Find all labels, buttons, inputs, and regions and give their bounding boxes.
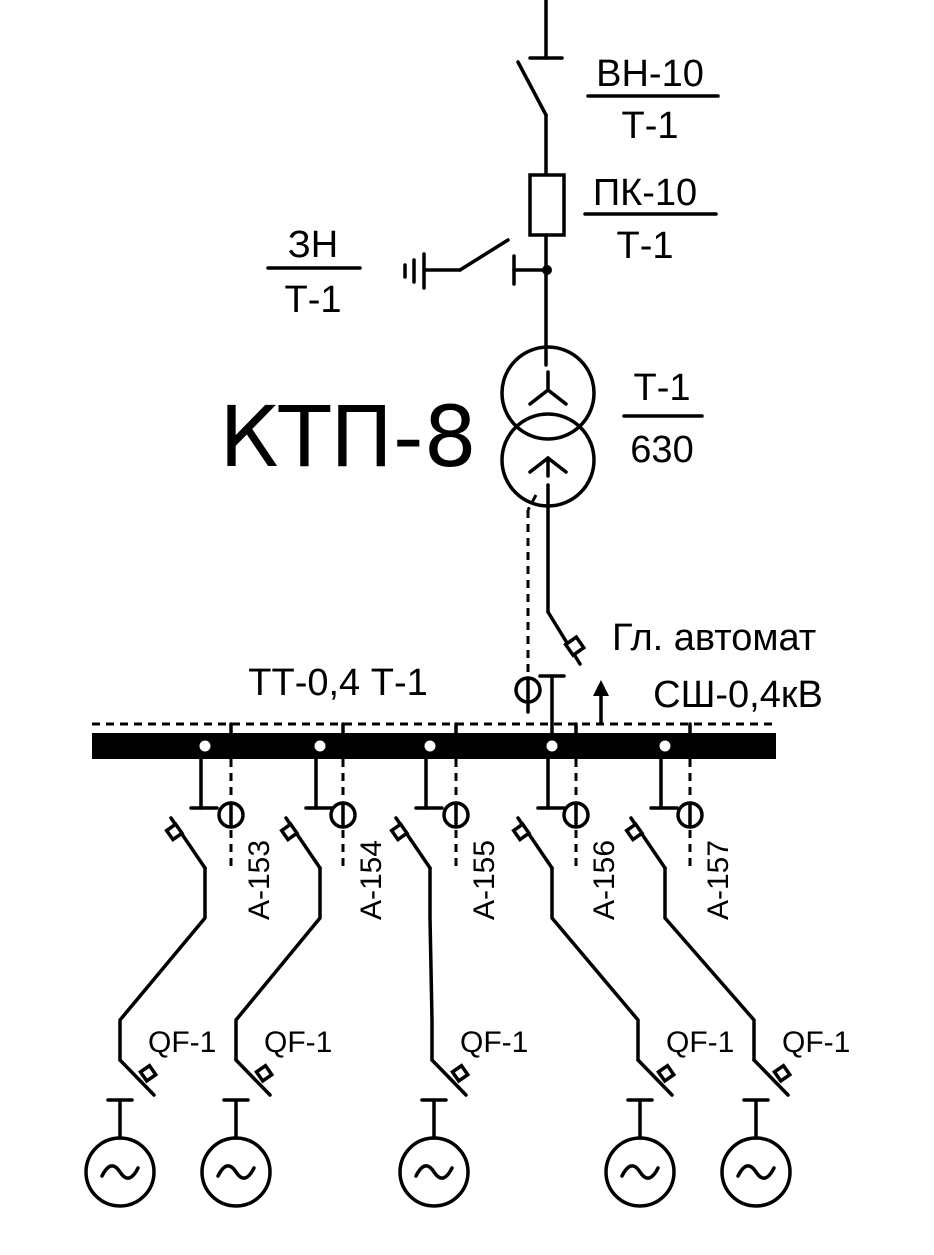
bus-tap-dot: [546, 740, 558, 752]
sine-wave-icon: [100, 1164, 140, 1180]
feeder-1: QF-1 А-153: [84, 722, 276, 1208]
transformer-label-top: Т-1: [634, 367, 691, 409]
fuse: [528, 173, 566, 367]
load-switch-label-top: ВН-10: [596, 53, 704, 95]
qf-contact: [138, 1063, 159, 1084]
transformer-label: Т-1 630: [622, 367, 704, 471]
qf-label: QF-1: [264, 1026, 332, 1059]
qf-contact: [772, 1063, 793, 1084]
qf-contact: [254, 1063, 275, 1084]
main-breaker-label: Гл. автомат: [612, 617, 816, 659]
qf-contact: [450, 1063, 471, 1084]
feeders: QF-1А-153QF-1А-154QF-1А-155QF-1А-156QF-1…: [84, 722, 850, 1208]
disconnector-contact: [389, 821, 410, 842]
meter-label: А-154: [355, 840, 388, 920]
earthing-switch-label-top: ЗН: [288, 224, 338, 266]
qf-label: QF-1: [666, 1026, 734, 1059]
qf-blade: [118, 1058, 156, 1097]
motor-icon: [398, 1136, 470, 1208]
load-switch-label-bottom: Т-1: [622, 105, 679, 147]
bus-tap-dot: [424, 740, 436, 752]
motor-icon: [720, 1136, 792, 1208]
earthing-switch: [403, 238, 552, 290]
load-switch: [516, 0, 564, 177]
feeder-cable: [550, 866, 640, 1062]
disconnector-contact: [279, 821, 300, 842]
earthing-switch-label-bottom: Т-1: [285, 279, 342, 321]
qf-contact: [656, 1063, 677, 1084]
disconnector-contact: [164, 821, 185, 842]
feeder-2: QF-1 А-154: [200, 722, 388, 1208]
current-transformer-label: ТТ-0,4 Т-1: [248, 662, 427, 704]
qf-blade: [636, 1058, 674, 1097]
qf-label: QF-1: [460, 1026, 528, 1059]
qf-blade: [752, 1058, 790, 1097]
bus-tap-dot: [199, 740, 211, 752]
bus-tap-dot: [659, 740, 671, 752]
fuse-label-top: ПК-10: [593, 172, 697, 214]
fuse-label-bottom: Т-1: [617, 225, 674, 267]
substation-name: КТП-8: [219, 388, 477, 486]
qf-blade: [234, 1058, 272, 1097]
bus-tap-dot: [314, 740, 326, 752]
load-switch-label: ВН-10 Т-1: [586, 53, 720, 147]
feeder-cable: [663, 866, 756, 1062]
feeder-4: QF-1 А-156: [511, 722, 734, 1208]
main-breaker: [546, 483, 587, 666]
transformer: [500, 345, 596, 508]
qf-label: QF-1: [148, 1026, 216, 1059]
motor-icon: [604, 1136, 676, 1208]
motor-icon: [84, 1136, 156, 1208]
current-transformer-main: [514, 494, 609, 740]
feeder-5: QF-1 А-157: [624, 722, 850, 1208]
disconnector-contact: [511, 821, 532, 842]
meter-label: А-153: [243, 840, 276, 920]
disconnector-contact: [624, 821, 645, 842]
qf-blade: [430, 1058, 468, 1097]
sine-wave-icon: [216, 1164, 256, 1180]
sine-wave-icon: [736, 1164, 776, 1180]
transformer-label-bottom: 630: [630, 429, 693, 471]
sine-wave-icon: [620, 1164, 660, 1180]
motor-icon: [200, 1136, 272, 1208]
earthing-switch-label: ЗН Т-1: [266, 224, 362, 321]
sine-wave-icon: [414, 1164, 454, 1180]
feeder-cable: [428, 866, 434, 1062]
meter-label: А-157: [702, 840, 735, 920]
meter-label: А-155: [468, 840, 501, 920]
feeder-3: QF-1 А-155: [389, 722, 528, 1208]
feeder-cable: [118, 866, 207, 1062]
feeder-cable: [234, 866, 322, 1062]
busbar-label: СШ-0,4кВ: [653, 674, 823, 716]
fuse-label: ПК-10 Т-1: [583, 172, 718, 267]
meter-label: А-156: [588, 840, 621, 920]
qf-label: QF-1: [782, 1026, 850, 1059]
